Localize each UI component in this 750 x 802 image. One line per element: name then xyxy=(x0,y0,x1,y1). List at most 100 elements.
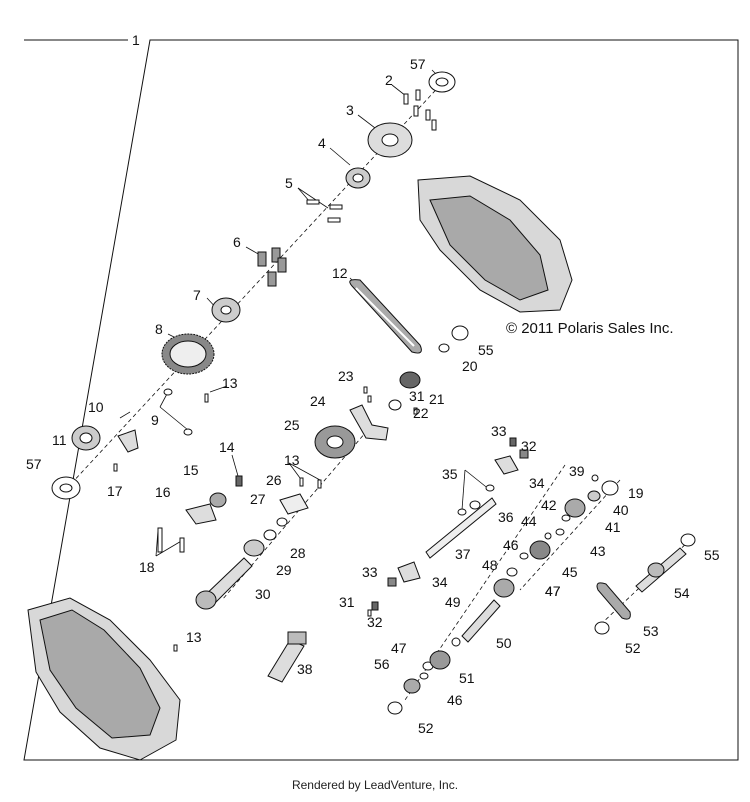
spring-32b xyxy=(371,601,379,611)
callout-18: 18 xyxy=(139,559,155,575)
sprocket-21 xyxy=(399,371,421,389)
ring-42 xyxy=(561,514,571,522)
callout-9: 9 xyxy=(151,412,159,428)
callout-41: 41 xyxy=(605,519,621,535)
callout-2: 2 xyxy=(385,72,393,88)
washer-47a xyxy=(506,567,518,577)
seal-52b xyxy=(594,621,610,635)
washer-9b xyxy=(183,428,193,436)
ring-28 xyxy=(263,529,277,541)
callout-48: 48 xyxy=(482,557,498,573)
bracket-16 xyxy=(185,503,217,525)
chain-53 xyxy=(596,582,631,620)
callout-57-left: 57 xyxy=(26,456,42,472)
ring-22 xyxy=(388,399,402,411)
callout-11: 11 xyxy=(52,432,67,448)
callout-36: 36 xyxy=(498,509,514,525)
callout-31b: 31 xyxy=(339,594,355,610)
seal-55-top xyxy=(451,325,469,341)
callout-52b: 52 xyxy=(625,640,641,656)
fork-34a xyxy=(494,455,519,475)
callout-20: 20 xyxy=(462,358,478,374)
centerlines xyxy=(69,79,691,701)
callout-3: 3 xyxy=(346,102,354,118)
leader-lines xyxy=(119,69,491,557)
callout-1: 1 xyxy=(132,32,140,48)
callout-37: 37 xyxy=(455,546,471,562)
screw-23 xyxy=(363,386,368,394)
callout-55-right: 55 xyxy=(704,547,720,563)
ring-46b xyxy=(419,672,429,680)
callout-4: 4 xyxy=(318,135,326,151)
callout-17: 17 xyxy=(107,483,123,499)
callout-54: 54 xyxy=(674,585,690,601)
callout-46b: 46 xyxy=(447,692,463,708)
callout-44: 44 xyxy=(521,513,537,529)
cover-26 xyxy=(279,493,309,515)
frame-border xyxy=(23,39,739,761)
callout-22: 22 xyxy=(413,405,429,421)
callout-42: 42 xyxy=(541,497,557,513)
callout-19: 19 xyxy=(628,485,644,501)
callout-5: 5 xyxy=(285,175,293,191)
callout-10: 10 xyxy=(88,399,104,415)
screw-13c xyxy=(173,644,178,652)
callout-33b: 33 xyxy=(362,564,378,580)
callout-47a: 47 xyxy=(545,583,561,599)
bolts-2 xyxy=(403,89,437,131)
washer-9a xyxy=(163,388,173,396)
ring-35a xyxy=(457,508,467,516)
seal-52a xyxy=(387,701,403,715)
callout-57: 57 xyxy=(410,56,426,72)
footer-credit: Rendered by LeadVenture, Inc. xyxy=(291,778,459,792)
callout-33a: 33 xyxy=(491,423,507,439)
pin-5b xyxy=(329,204,343,210)
cam-15 xyxy=(209,492,227,508)
gear-48 xyxy=(493,578,515,598)
callout-32b: 32 xyxy=(367,614,383,630)
callout-56: 56 xyxy=(374,656,390,672)
callout-34b: 34 xyxy=(432,574,448,590)
shaft-38 xyxy=(267,639,305,683)
callout-29: 29 xyxy=(276,562,292,578)
screw-13a xyxy=(204,393,209,403)
ring-46a xyxy=(519,552,529,560)
bearing-56 xyxy=(403,678,421,694)
shaft-37 xyxy=(425,497,497,559)
callout-26: 26 xyxy=(266,472,282,488)
gear-45 xyxy=(529,540,551,560)
callout-39: 39 xyxy=(569,463,585,479)
ring-35b xyxy=(485,484,495,492)
shaft-49 xyxy=(461,599,501,643)
callout-30: 30 xyxy=(255,586,271,602)
callout-35: 35 xyxy=(442,466,458,482)
spring-32a xyxy=(509,437,517,447)
ring-39 xyxy=(591,474,599,482)
pin-18b xyxy=(179,537,185,553)
callout-8: 8 xyxy=(155,321,163,337)
fork-34b xyxy=(397,561,421,583)
ring-50 xyxy=(451,637,461,647)
seal-19 xyxy=(601,480,619,496)
screw-31a xyxy=(413,407,418,415)
callout-55-top: 55 xyxy=(478,342,494,358)
gear-41 xyxy=(564,498,586,518)
callout-14: 14 xyxy=(219,439,235,455)
callout-13b: 13 xyxy=(284,452,300,468)
pin-5a xyxy=(306,199,320,205)
callout-21: 21 xyxy=(429,391,445,407)
callout-40: 40 xyxy=(613,502,629,518)
callout-13c: 13 xyxy=(186,629,202,645)
callout-34a: 34 xyxy=(529,475,545,491)
detent-33a xyxy=(519,449,529,459)
callout-31a: 31 xyxy=(409,388,425,404)
ring-44 xyxy=(544,532,552,540)
callout-25: 25 xyxy=(284,417,300,433)
fork-24 xyxy=(349,404,389,441)
bearing-29 xyxy=(243,539,265,557)
callout-45: 45 xyxy=(562,564,578,580)
callout-46a: 46 xyxy=(503,537,519,553)
bearing-40 xyxy=(587,490,601,502)
